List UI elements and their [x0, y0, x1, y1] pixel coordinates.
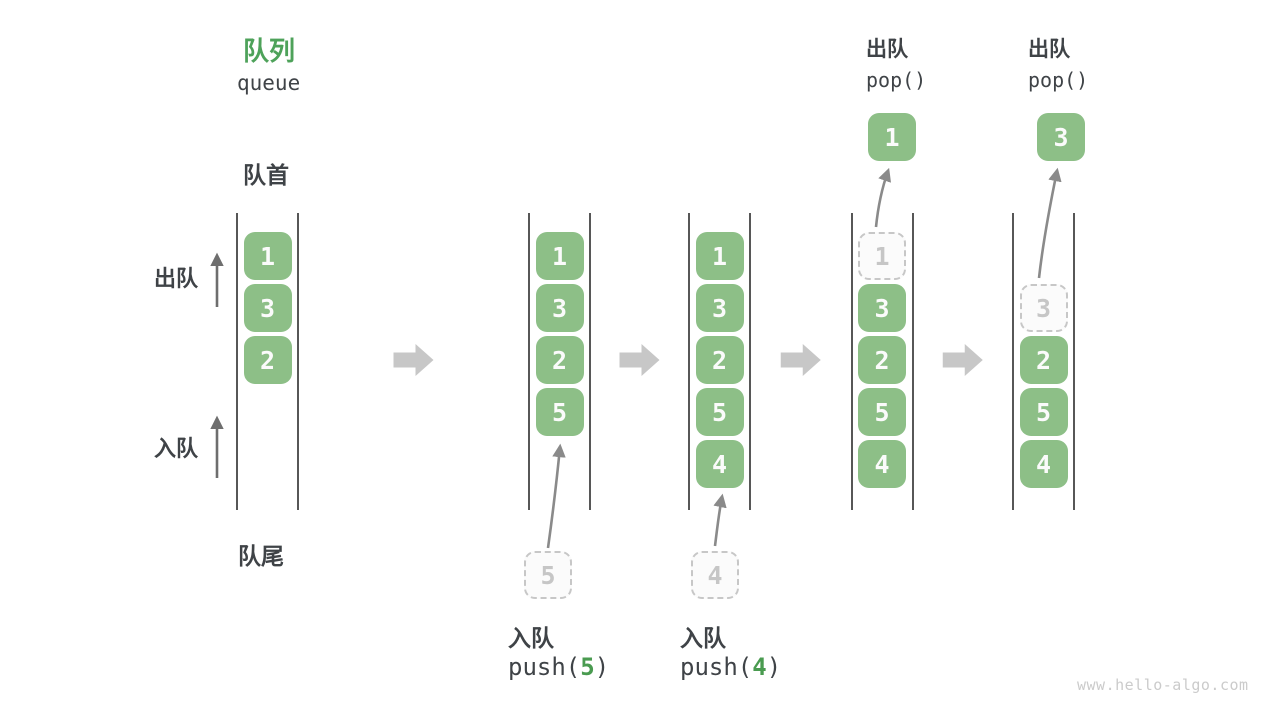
staging-item: 4	[691, 551, 739, 599]
queue-wall-right	[297, 213, 299, 510]
stage-transition-arrow-icon	[393, 344, 434, 376]
pop-arrow-icon	[1037, 167, 1062, 279]
queue-wall-left	[688, 213, 690, 510]
push-code-label: push(5)	[508, 653, 609, 681]
push-arrow-icon	[546, 443, 566, 549]
pop-code-label: pop()	[866, 68, 927, 92]
queue-item: 2	[695, 336, 744, 384]
popped-item: 3	[1037, 113, 1085, 161]
staging-item: 5	[524, 551, 572, 599]
queue-item: 1	[243, 232, 292, 280]
queue-item: 3	[243, 284, 292, 332]
queue-item: 4	[695, 440, 744, 488]
push-code-arg: 4	[752, 653, 767, 681]
pop-code-label: pop()	[1028, 68, 1089, 92]
queue-item: 5	[1019, 388, 1068, 436]
push-arrow-icon	[713, 493, 727, 547]
queue-item: 5	[535, 388, 584, 436]
queue-item: 5	[695, 388, 744, 436]
label-queue-rear: 队尾	[238, 543, 284, 569]
queue-item: 1	[535, 232, 584, 280]
queue-item: 4	[1019, 440, 1068, 488]
label-dequeue-side: 出队	[154, 266, 199, 291]
queue-item: 4	[858, 440, 906, 488]
label-queue-front: 队首	[243, 162, 289, 188]
push-code-pre: push(	[508, 653, 581, 681]
queue-wall-right	[589, 213, 591, 510]
queue-wall-left	[528, 213, 530, 510]
watermark: www.hello-algo.com	[1077, 676, 1249, 694]
queue-wall-left	[850, 213, 853, 510]
queue-item: 3	[695, 284, 744, 332]
queue-wall-right	[1073, 213, 1075, 510]
push-code-pre: push(	[680, 653, 753, 681]
stage-transition-arrow-icon	[780, 344, 821, 376]
queue-item: 3	[858, 284, 906, 332]
queue-item-ghost: 1	[858, 232, 906, 280]
push-code-post: )	[594, 653, 610, 681]
label-enqueue-side: 入队	[154, 436, 199, 461]
queue-item: 5	[858, 388, 906, 436]
queue-wall-left	[236, 213, 238, 510]
diagram-title-en: queue	[237, 71, 301, 95]
push-code-arg: 5	[580, 653, 595, 681]
stage-transition-arrow-icon	[942, 344, 983, 376]
queue-item-ghost: 3	[1019, 284, 1068, 332]
stage-transition-arrow-icon	[619, 344, 660, 376]
push-code-post: )	[766, 653, 782, 681]
push-label-zh: 入队	[508, 625, 554, 651]
pop-label-zh: 出队	[866, 38, 908, 61]
push-label-zh: 入队	[680, 625, 726, 651]
push-code-label: push(4)	[680, 653, 781, 681]
diagram-title-zh: 队列	[243, 36, 296, 66]
queue-item: 2	[535, 336, 584, 384]
queue-wall-right	[911, 213, 914, 510]
queue-item: 2	[243, 336, 292, 384]
queue-wall-right	[749, 213, 751, 510]
popped-item: 1	[868, 113, 916, 161]
pop-label-zh: 出队	[1028, 38, 1070, 61]
queue-item: 2	[858, 336, 906, 384]
queue-item: 2	[1019, 336, 1068, 384]
pop-arrow-icon	[874, 167, 892, 228]
queue-item: 1	[695, 232, 744, 280]
queue-item: 3	[535, 284, 584, 332]
queue-wall-left	[1012, 213, 1014, 510]
